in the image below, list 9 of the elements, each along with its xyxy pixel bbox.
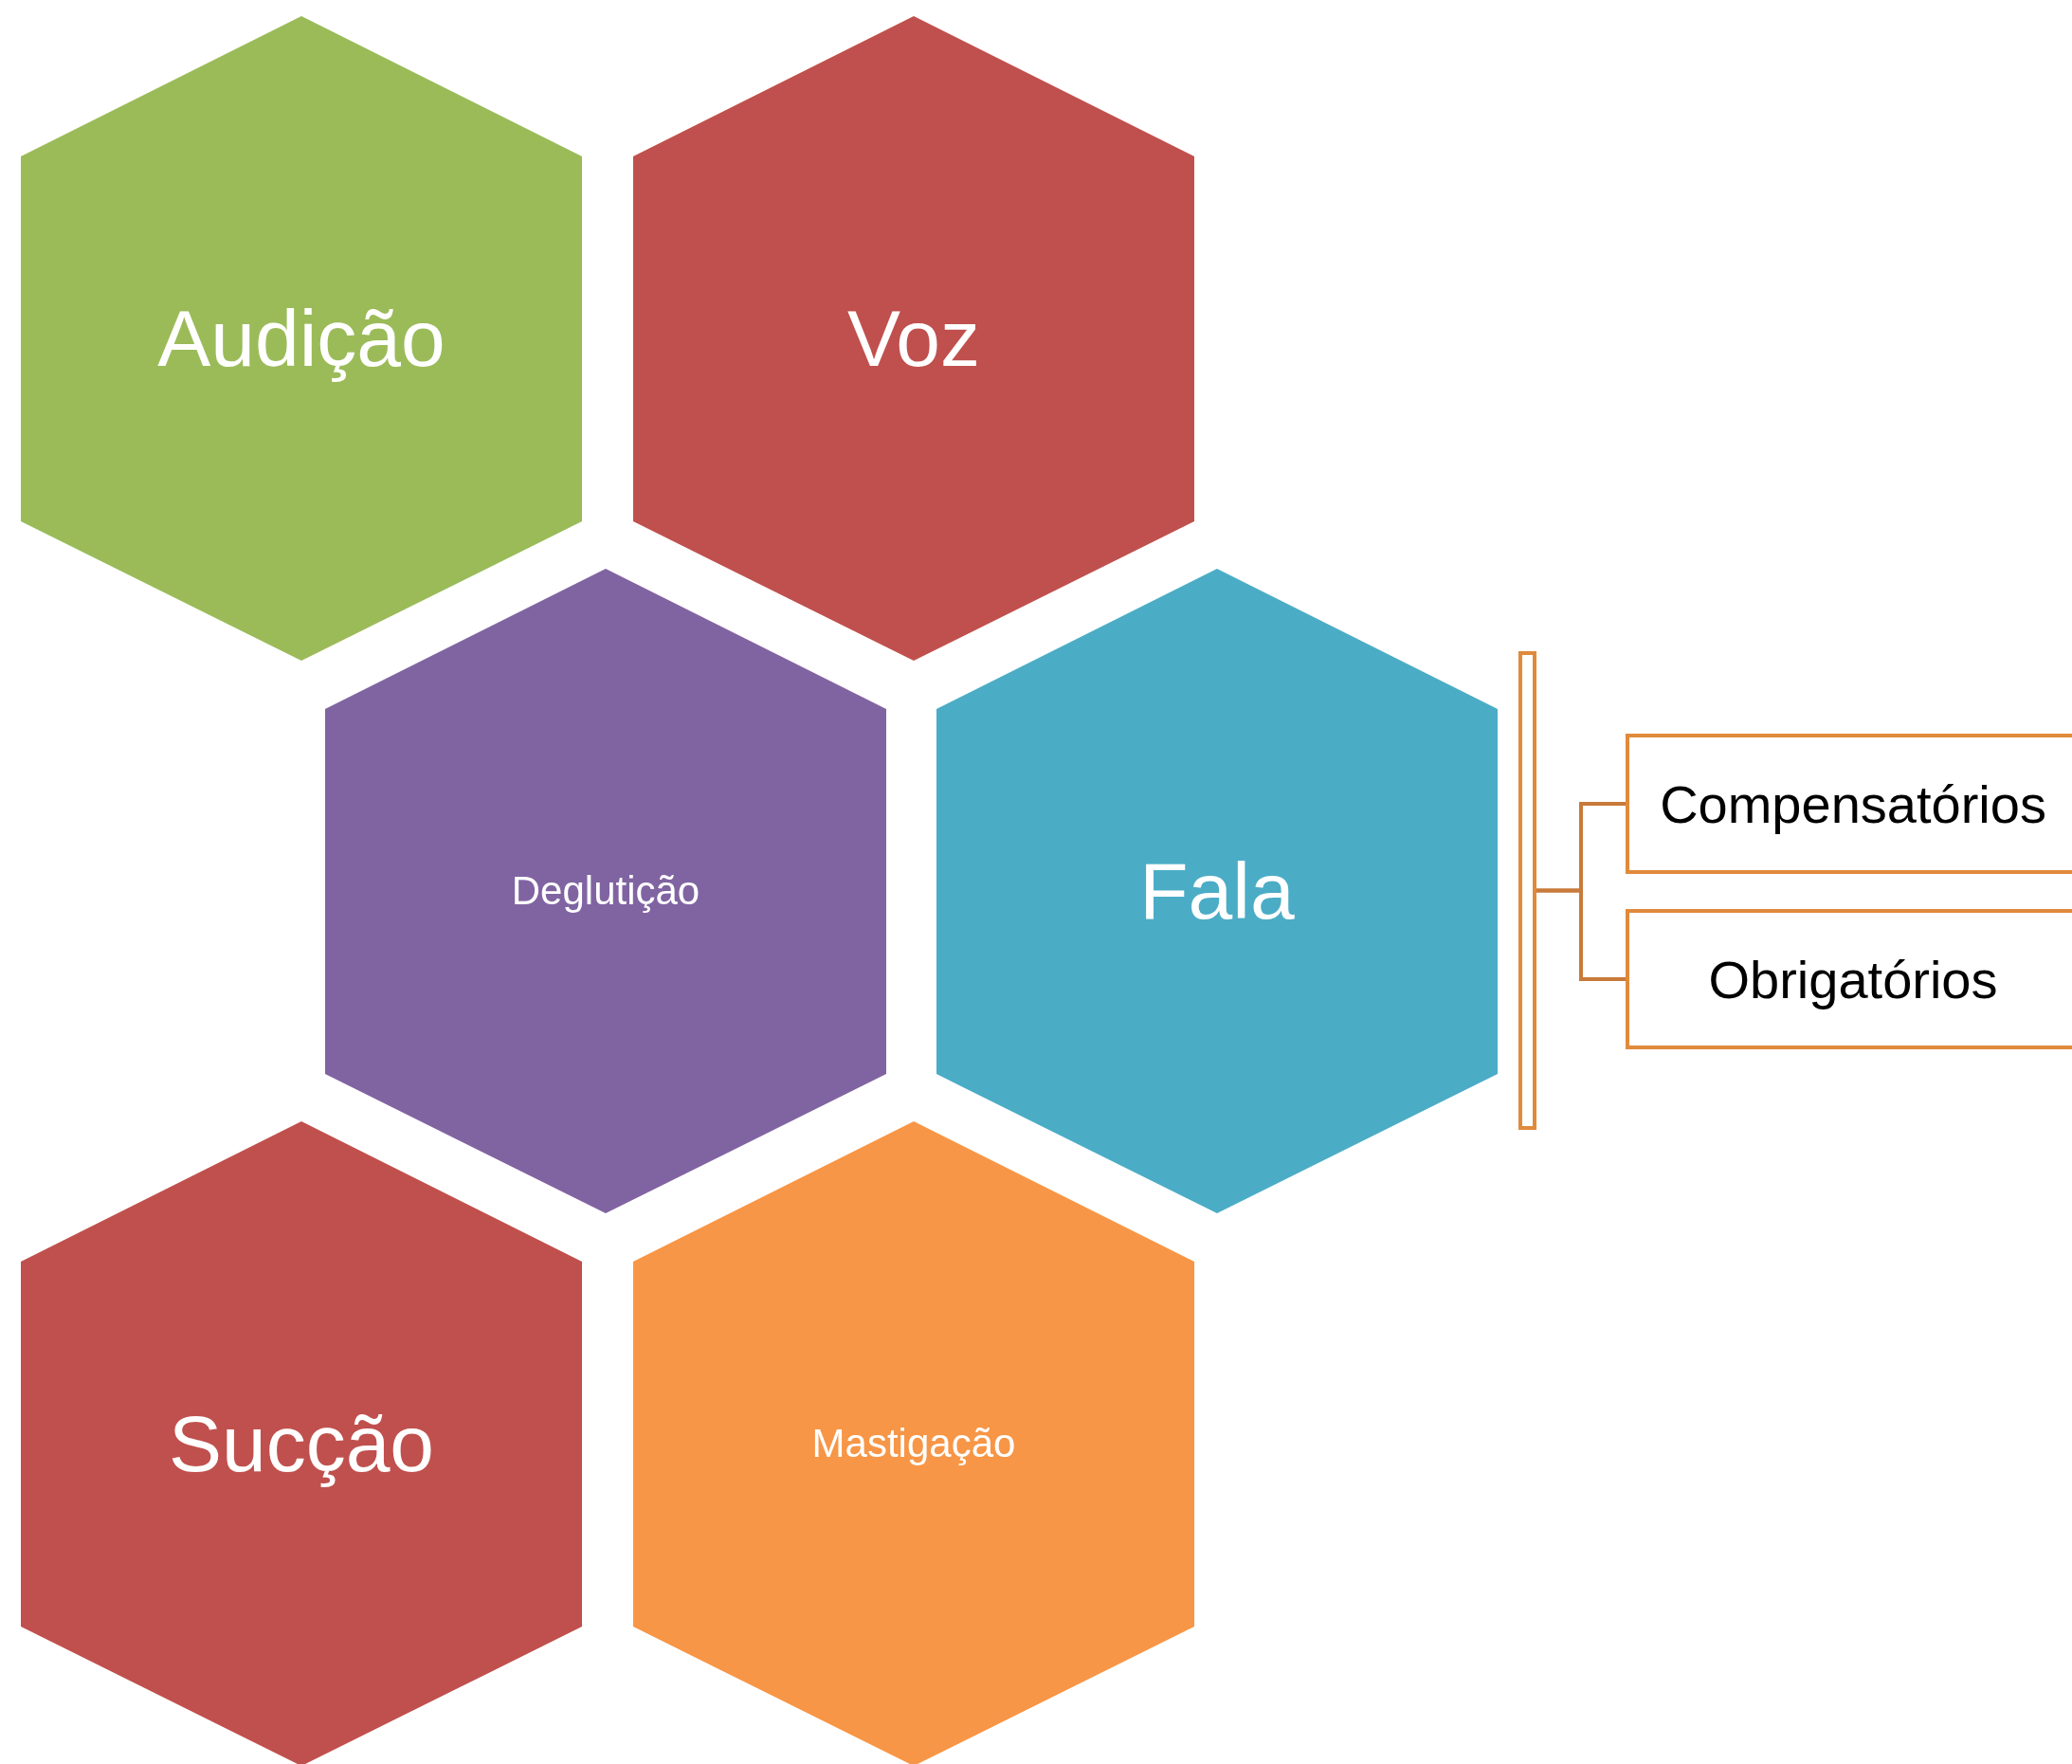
connector-line xyxy=(1536,888,1626,981)
box-label: Compensatórios xyxy=(1660,773,2046,835)
tile-label: Fala xyxy=(1139,845,1295,937)
tile-label: Voz xyxy=(846,292,981,385)
tile-label: Deglutição xyxy=(511,868,700,914)
tile-label: Mastigação xyxy=(811,1421,1016,1466)
tile-label: Audição xyxy=(157,292,445,385)
box-label: Obrigatórios xyxy=(1708,948,1998,1010)
tile-label: Sucção xyxy=(168,1397,435,1490)
